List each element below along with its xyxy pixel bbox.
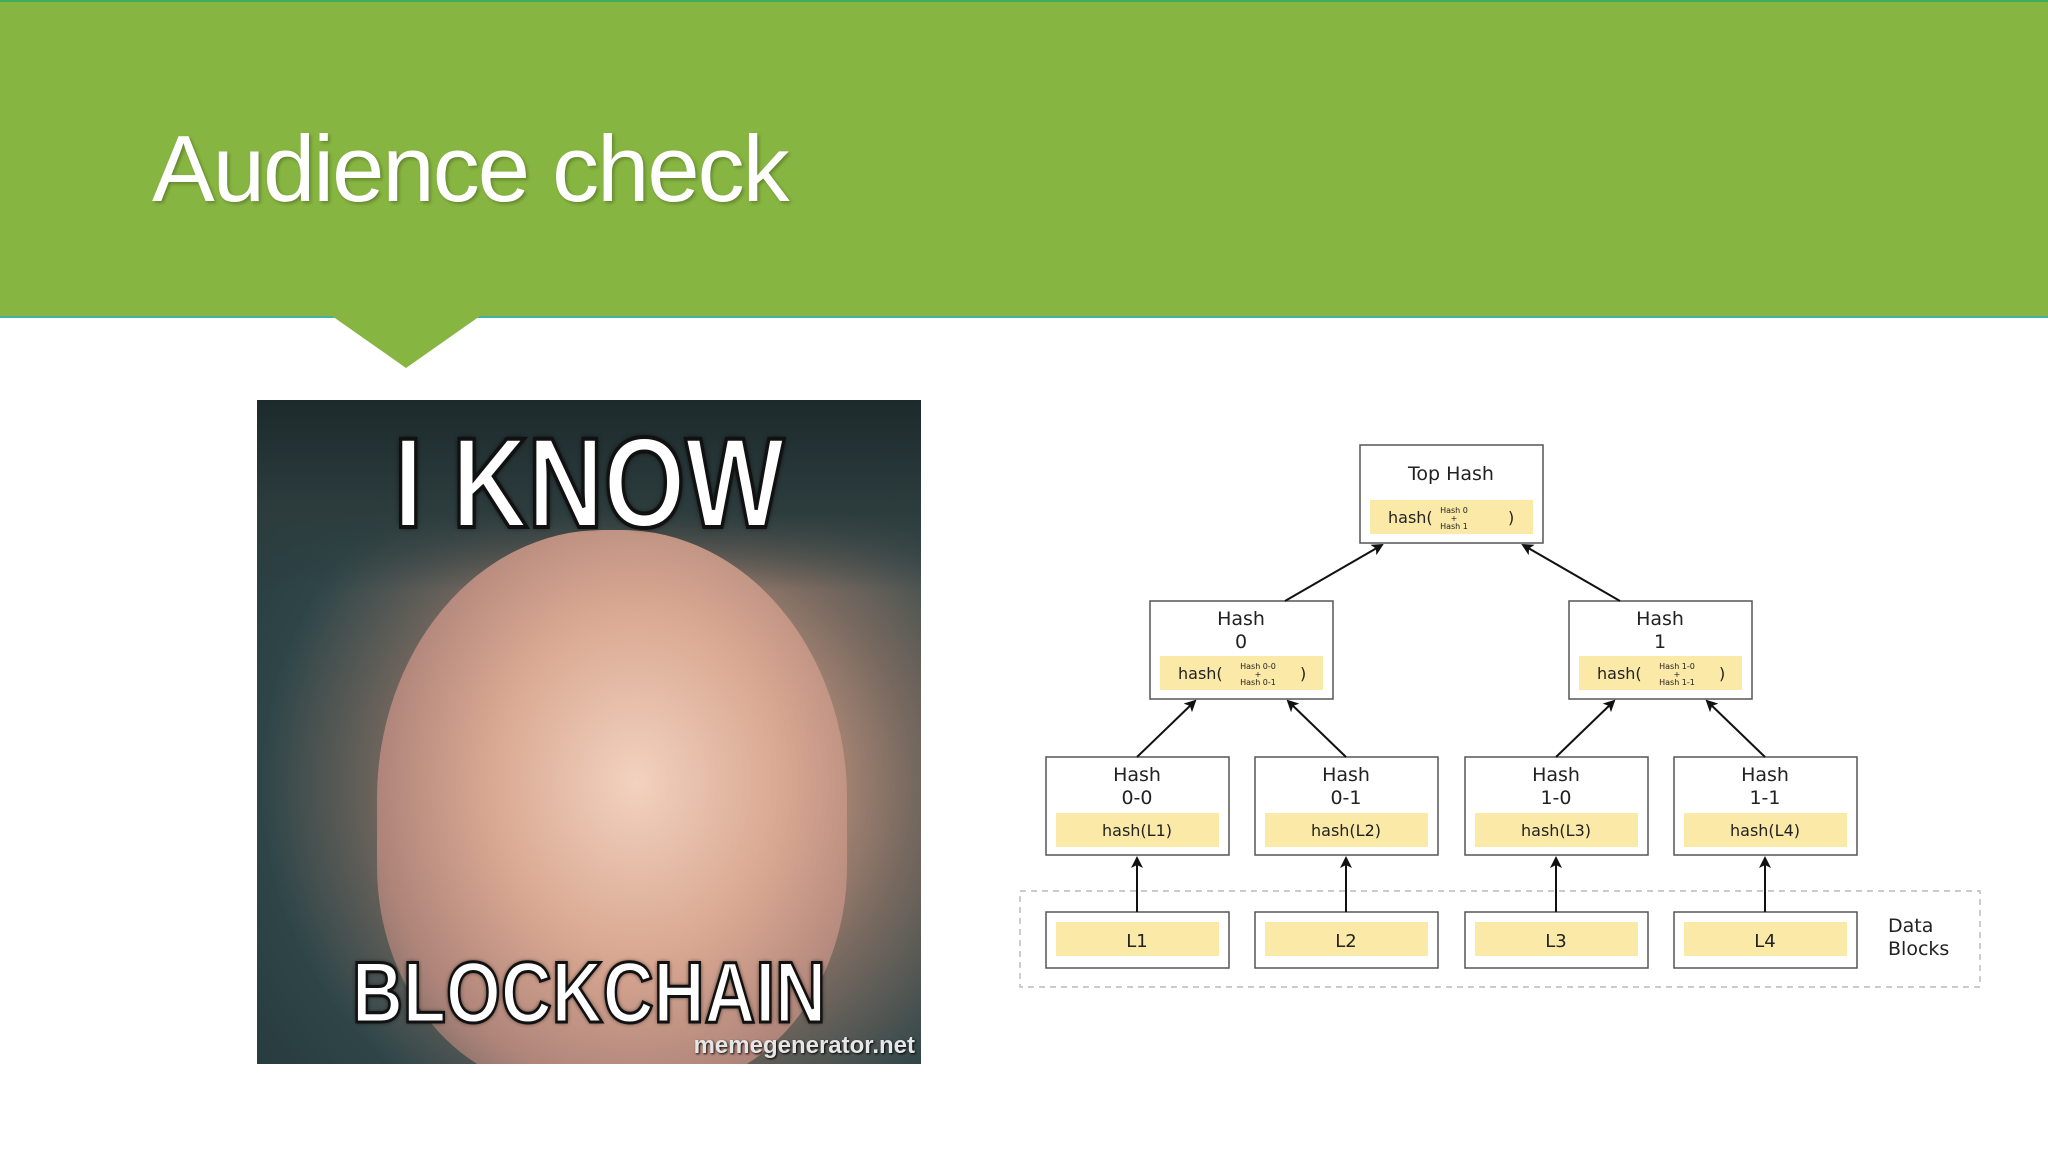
arrow-hash01-to-hash0 bbox=[1286, 699, 1347, 758]
hash-1-0-node: Hash 1-0 hash(L3) bbox=[1464, 756, 1649, 856]
hash-0-0-node: Hash 0-0 hash(L1) bbox=[1045, 756, 1230, 856]
hash-1-inner-bottom: Hash 1-1 bbox=[1659, 678, 1695, 687]
arrow-hash11-to-hash1 bbox=[1705, 699, 1766, 758]
top-hash-title: Top Hash bbox=[1407, 463, 1494, 485]
data-block-l3-label: L3 bbox=[1545, 931, 1566, 952]
hash-1-1-node: Hash 1-1 hash(L4) bbox=[1673, 756, 1858, 856]
hash-1-0-title-line2: 1-0 bbox=[1540, 787, 1571, 809]
arrow-hash10-to-hash1 bbox=[1555, 699, 1616, 758]
hash-0-1-value: hash(L2) bbox=[1311, 821, 1381, 840]
hash-1-0-value: hash(L3) bbox=[1521, 821, 1591, 840]
top-hash-close: ) bbox=[1508, 508, 1514, 527]
hash-1-inner-top: Hash 1-0 bbox=[1659, 662, 1695, 671]
data-block-l2-label: L2 bbox=[1335, 931, 1356, 952]
meme-top-text: I KNOW bbox=[392, 412, 786, 555]
data-block-l1: L1 bbox=[1045, 911, 1230, 969]
top-hash-label: hash( bbox=[1388, 508, 1433, 527]
hash-0-1-node: Hash 0-1 hash(L2) bbox=[1254, 756, 1439, 856]
arrow-hash1-to-top bbox=[1521, 544, 1621, 602]
hash-0-inner-plus: + bbox=[1255, 670, 1262, 679]
hash-0-label: hash( bbox=[1178, 664, 1223, 683]
data-block-l4: L4 bbox=[1673, 911, 1858, 969]
top-hash-inner-bottom: Hash 1 bbox=[1440, 522, 1468, 531]
hash-1-0-title-line1: Hash bbox=[1532, 764, 1580, 786]
hash-0-node: Hash 0 hash( Hash 0-0 + Hash 0-1 ) bbox=[1149, 600, 1334, 700]
hash-1-title-line1: Hash bbox=[1636, 608, 1684, 630]
hash-0-title-line1: Hash bbox=[1217, 608, 1265, 630]
hash-0-inner-bottom: Hash 0-1 bbox=[1240, 678, 1276, 687]
hash-0-title-line2: 0 bbox=[1235, 631, 1247, 653]
hash-1-label: hash( bbox=[1597, 664, 1642, 683]
hash-0-1-title-line1: Hash bbox=[1322, 764, 1370, 786]
merkle-tree-diagram: Data Blocks Top Hash hash( Hash 0 + Hash… bbox=[1019, 444, 1981, 988]
hash-1-title-line2: 1 bbox=[1654, 631, 1666, 653]
hash-0-0-value: hash(L1) bbox=[1102, 821, 1172, 840]
hash-0-inner-top: Hash 0-0 bbox=[1240, 662, 1276, 671]
hash-1-close: ) bbox=[1719, 664, 1725, 683]
data-block-l4-label: L4 bbox=[1754, 931, 1775, 952]
hash-1-1-title-line2: 1-1 bbox=[1749, 787, 1780, 809]
top-hash-node: Top Hash hash( Hash 0 + Hash 1 ) bbox=[1359, 444, 1544, 544]
slide-title: Audience check bbox=[152, 116, 790, 221]
meme-image: I KNOW BLOCKCHAIN memegenerator.net bbox=[257, 400, 921, 1064]
data-blocks-label-line2: Blocks bbox=[1888, 938, 1949, 960]
top-hash-inner-plus: + bbox=[1451, 514, 1458, 523]
hash-1-1-value: hash(L4) bbox=[1730, 821, 1800, 840]
top-hash-inner-top: Hash 0 bbox=[1440, 506, 1468, 515]
arrow-hash0-to-top bbox=[1284, 544, 1384, 602]
meme-face bbox=[377, 530, 847, 1064]
hash-0-0-title-line2: 0-0 bbox=[1121, 787, 1152, 809]
header-notch bbox=[332, 316, 480, 368]
arrow-hash00-to-hash0 bbox=[1136, 699, 1197, 758]
slide-header bbox=[0, 0, 2048, 318]
hash-0-0-title-line1: Hash bbox=[1113, 764, 1161, 786]
hash-1-1-title-line1: Hash bbox=[1741, 764, 1789, 786]
data-block-l3: L3 bbox=[1464, 911, 1649, 969]
data-block-l2: L2 bbox=[1254, 911, 1439, 969]
data-blocks-label-line1: Data bbox=[1888, 915, 1933, 937]
meme-bottom-text: BLOCKCHAIN bbox=[351, 945, 827, 1041]
meme-watermark: memegenerator.net bbox=[693, 1032, 915, 1059]
hash-0-1-title-line2: 0-1 bbox=[1330, 787, 1361, 809]
hash-1-inner-plus: + bbox=[1674, 670, 1681, 679]
hash-0-close: ) bbox=[1300, 664, 1306, 683]
hash-1-node: Hash 1 hash( Hash 1-0 + Hash 1-1 ) bbox=[1568, 600, 1753, 700]
data-block-l1-label: L1 bbox=[1126, 931, 1147, 952]
